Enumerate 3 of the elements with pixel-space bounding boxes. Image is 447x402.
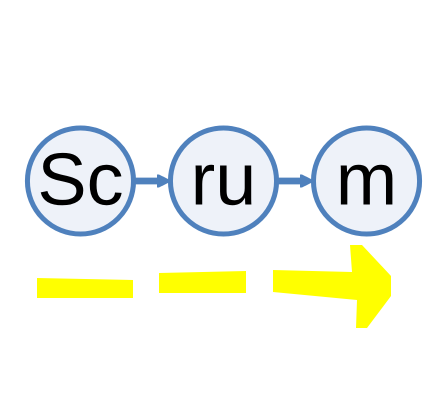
node-circle: Sc xyxy=(24,125,136,237)
node-circle: m xyxy=(310,125,422,237)
node-circle: ru xyxy=(168,125,280,237)
